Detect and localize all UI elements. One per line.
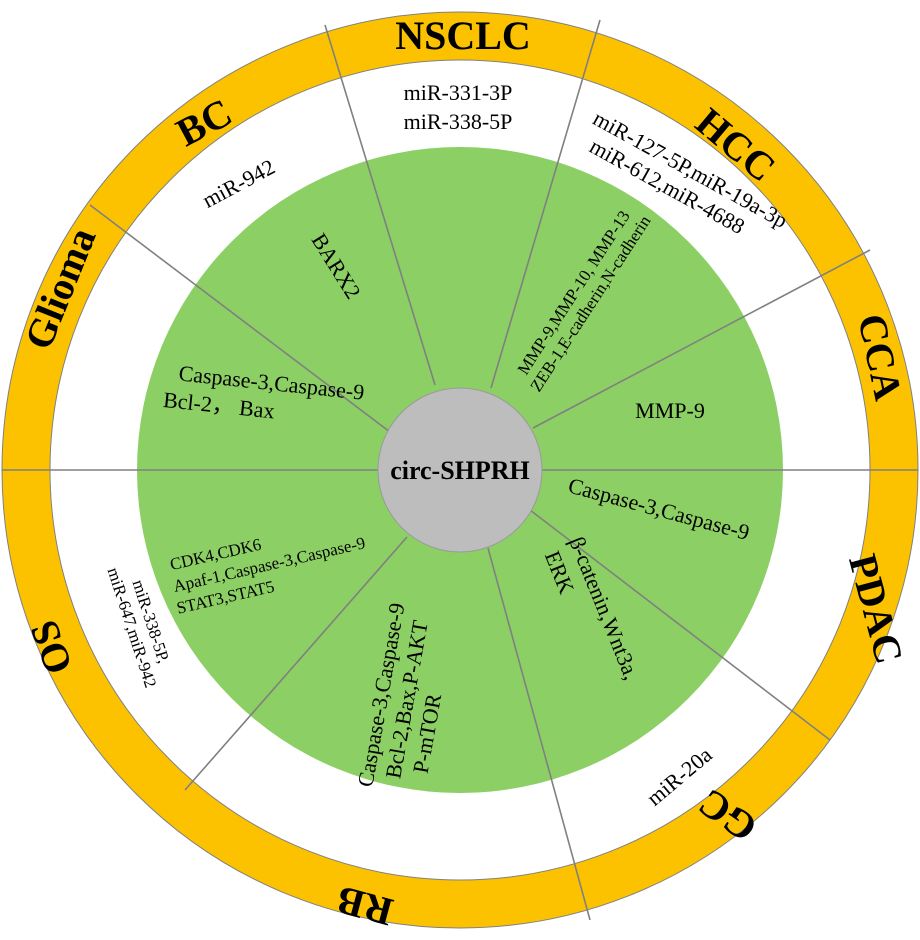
mirna-nsclc-1: miR-331-3P <box>404 80 513 105</box>
mirna-nsclc-2: miR-338-5P <box>404 109 513 134</box>
divider-pdac-gc <box>529 509 831 741</box>
target-cca: MMP-9 <box>635 398 705 423</box>
center-hub <box>377 387 543 553</box>
divider-nsclc-hcc <box>490 19 601 389</box>
divider-rb-os <box>184 536 408 791</box>
center-label: circ-SHPRH <box>390 456 530 485</box>
sector-dividers <box>2 19 918 921</box>
divider-glioma-bc <box>89 204 391 433</box>
divider-hcc-cca <box>532 249 871 429</box>
divider-gc-rb <box>487 547 591 921</box>
cancer-label-nsclc: NSCLC <box>395 13 531 58</box>
divider-nsclc-bc <box>324 24 436 386</box>
